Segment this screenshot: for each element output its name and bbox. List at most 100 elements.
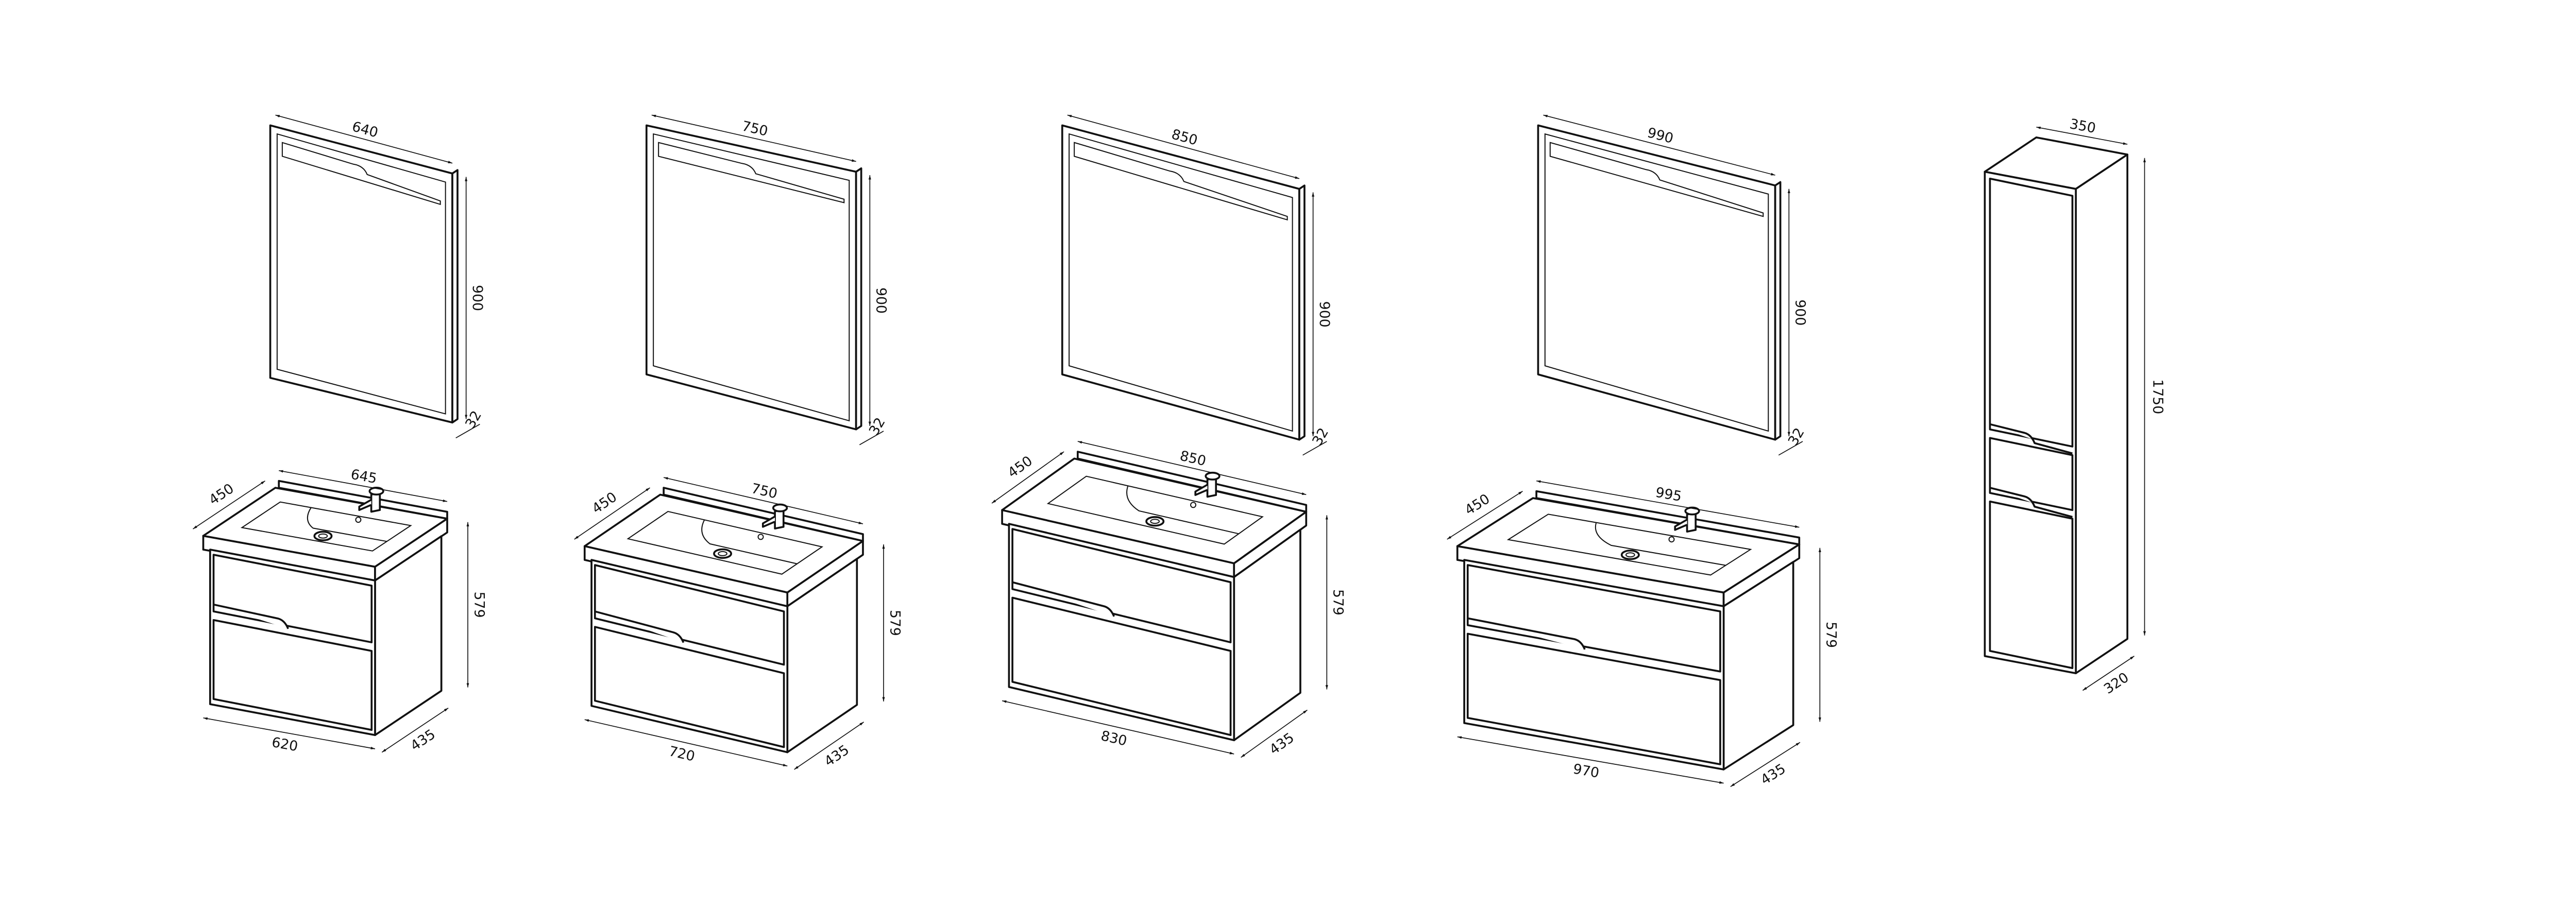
mirror-side	[1774, 181, 1782, 441]
counter-depth-label: 450	[1462, 491, 1493, 518]
counter-depth-label-line	[574, 487, 650, 540]
counter-depth-label: 450	[206, 481, 237, 508]
drain-icon	[1620, 550, 1640, 560]
mirror-frame	[645, 124, 857, 431]
cabinet-width-label: 720	[667, 743, 697, 765]
countertop-side-edge	[1233, 510, 1308, 578]
drain-icon	[713, 548, 733, 559]
counter-width-label: 645	[349, 466, 378, 487]
top-drawer	[594, 564, 785, 666]
vanity-unit: 450 645 579 620 435	[193, 466, 487, 755]
mirror-glass	[276, 133, 446, 415]
faucet-body	[774, 508, 785, 530]
cabinet-width-label: 620	[270, 734, 299, 755]
drain-icon	[1145, 516, 1165, 527]
counter-depth-label: 450	[1005, 453, 1035, 481]
mirror-glass	[653, 133, 850, 422]
tall-cabinet-depth-label-line	[2082, 656, 2135, 691]
sink-basin	[626, 510, 824, 575]
mirror-side	[855, 167, 862, 431]
tall-cabinet-width-label: 350	[2069, 116, 2097, 136]
cabinet-depth-label: 435	[1758, 761, 1789, 788]
cabinet-depth-label-line	[1241, 709, 1308, 758]
faucet-spout	[358, 499, 372, 511]
countertop-side-edge	[1722, 543, 1801, 607]
mirror-width-label-line	[1067, 114, 1300, 179]
cabinet-width-label: 970	[1572, 761, 1600, 781]
drain-inner	[318, 533, 328, 539]
cabinet-depth-label-line	[1730, 742, 1801, 787]
counter-depth-label-line	[991, 451, 1064, 504]
top-drawer	[212, 554, 373, 643]
overflow-icon	[757, 534, 764, 540]
faucet-body	[1206, 476, 1217, 498]
cabinet-width-label-line	[1457, 736, 1724, 784]
mirror-width-label-line	[651, 114, 856, 162]
mirror-width-label-line	[275, 114, 453, 164]
mirror-depth-line	[859, 431, 884, 446]
cabinet-width-label-line	[584, 719, 788, 767]
counter-depth-label-line	[193, 480, 266, 529]
handle-groove	[1990, 423, 2073, 455]
faucet-body	[1686, 511, 1697, 533]
sink-basin	[240, 501, 412, 552]
drain-inner	[1625, 552, 1635, 558]
mirror-depth-line	[455, 423, 480, 439]
tall-cabinet-lower-door	[1989, 500, 2074, 669]
tall-cabinet-height-label: 1750	[2149, 379, 2165, 414]
mirror-height-label: 900	[1316, 301, 1332, 328]
mirror-depth-line	[1302, 441, 1327, 456]
mirror-width-label: 850	[1170, 126, 1199, 148]
cabinet-depth-label-line	[794, 722, 865, 770]
mirror-height-label: 900	[469, 285, 485, 311]
vanity-height-label: 579	[887, 610, 903, 636]
drawer-handle-groove	[595, 610, 685, 643]
mirror-width-label-line	[1543, 114, 1775, 176]
mirror-width-label: 990	[1646, 125, 1675, 147]
countertop-side-edge	[786, 540, 864, 607]
cabinet-depth-label: 435	[1266, 730, 1297, 758]
cabinet-depth-label: 435	[408, 726, 438, 754]
mirror-height-label: 900	[1792, 299, 1808, 326]
cabinet-width-label-line	[1002, 700, 1234, 755]
sink-slope	[307, 507, 387, 542]
vanity-height-label: 579	[1823, 622, 1839, 648]
overflow-icon	[355, 517, 362, 523]
sink-basin	[1046, 475, 1264, 545]
mirror-side	[451, 169, 459, 424]
overflow-icon	[1190, 502, 1197, 508]
cabinet-width-label: 830	[1099, 728, 1129, 749]
tall-cabinet-side	[2075, 153, 2129, 674]
top-drawer	[1011, 528, 1232, 643]
mirror-frame	[1537, 124, 1776, 441]
counter-width-label-line	[663, 477, 863, 524]
vanity-height-label: 579	[471, 592, 487, 618]
top-drawer	[1466, 564, 1721, 673]
counter-width-label-line	[1077, 441, 1307, 495]
drain-icon	[313, 531, 333, 541]
sink-basin	[1506, 514, 1752, 576]
tall-cabinet-upper-door	[1989, 177, 2074, 448]
mirror-side	[1298, 184, 1306, 441]
drain-inner	[1150, 519, 1160, 524]
counter-depth-label: 450	[589, 489, 620, 517]
counter-width-label-line	[1536, 480, 1800, 528]
overflow-icon	[1668, 536, 1675, 543]
cabinet-depth-label-line	[381, 707, 449, 753]
counter-width-label: 995	[1654, 485, 1683, 505]
counter-depth-label-line	[1447, 490, 1523, 540]
mirror-frame	[269, 124, 453, 424]
counter-width-label-line	[279, 470, 448, 502]
mirror-light-bar	[658, 142, 845, 203]
faucet-body	[370, 492, 381, 513]
